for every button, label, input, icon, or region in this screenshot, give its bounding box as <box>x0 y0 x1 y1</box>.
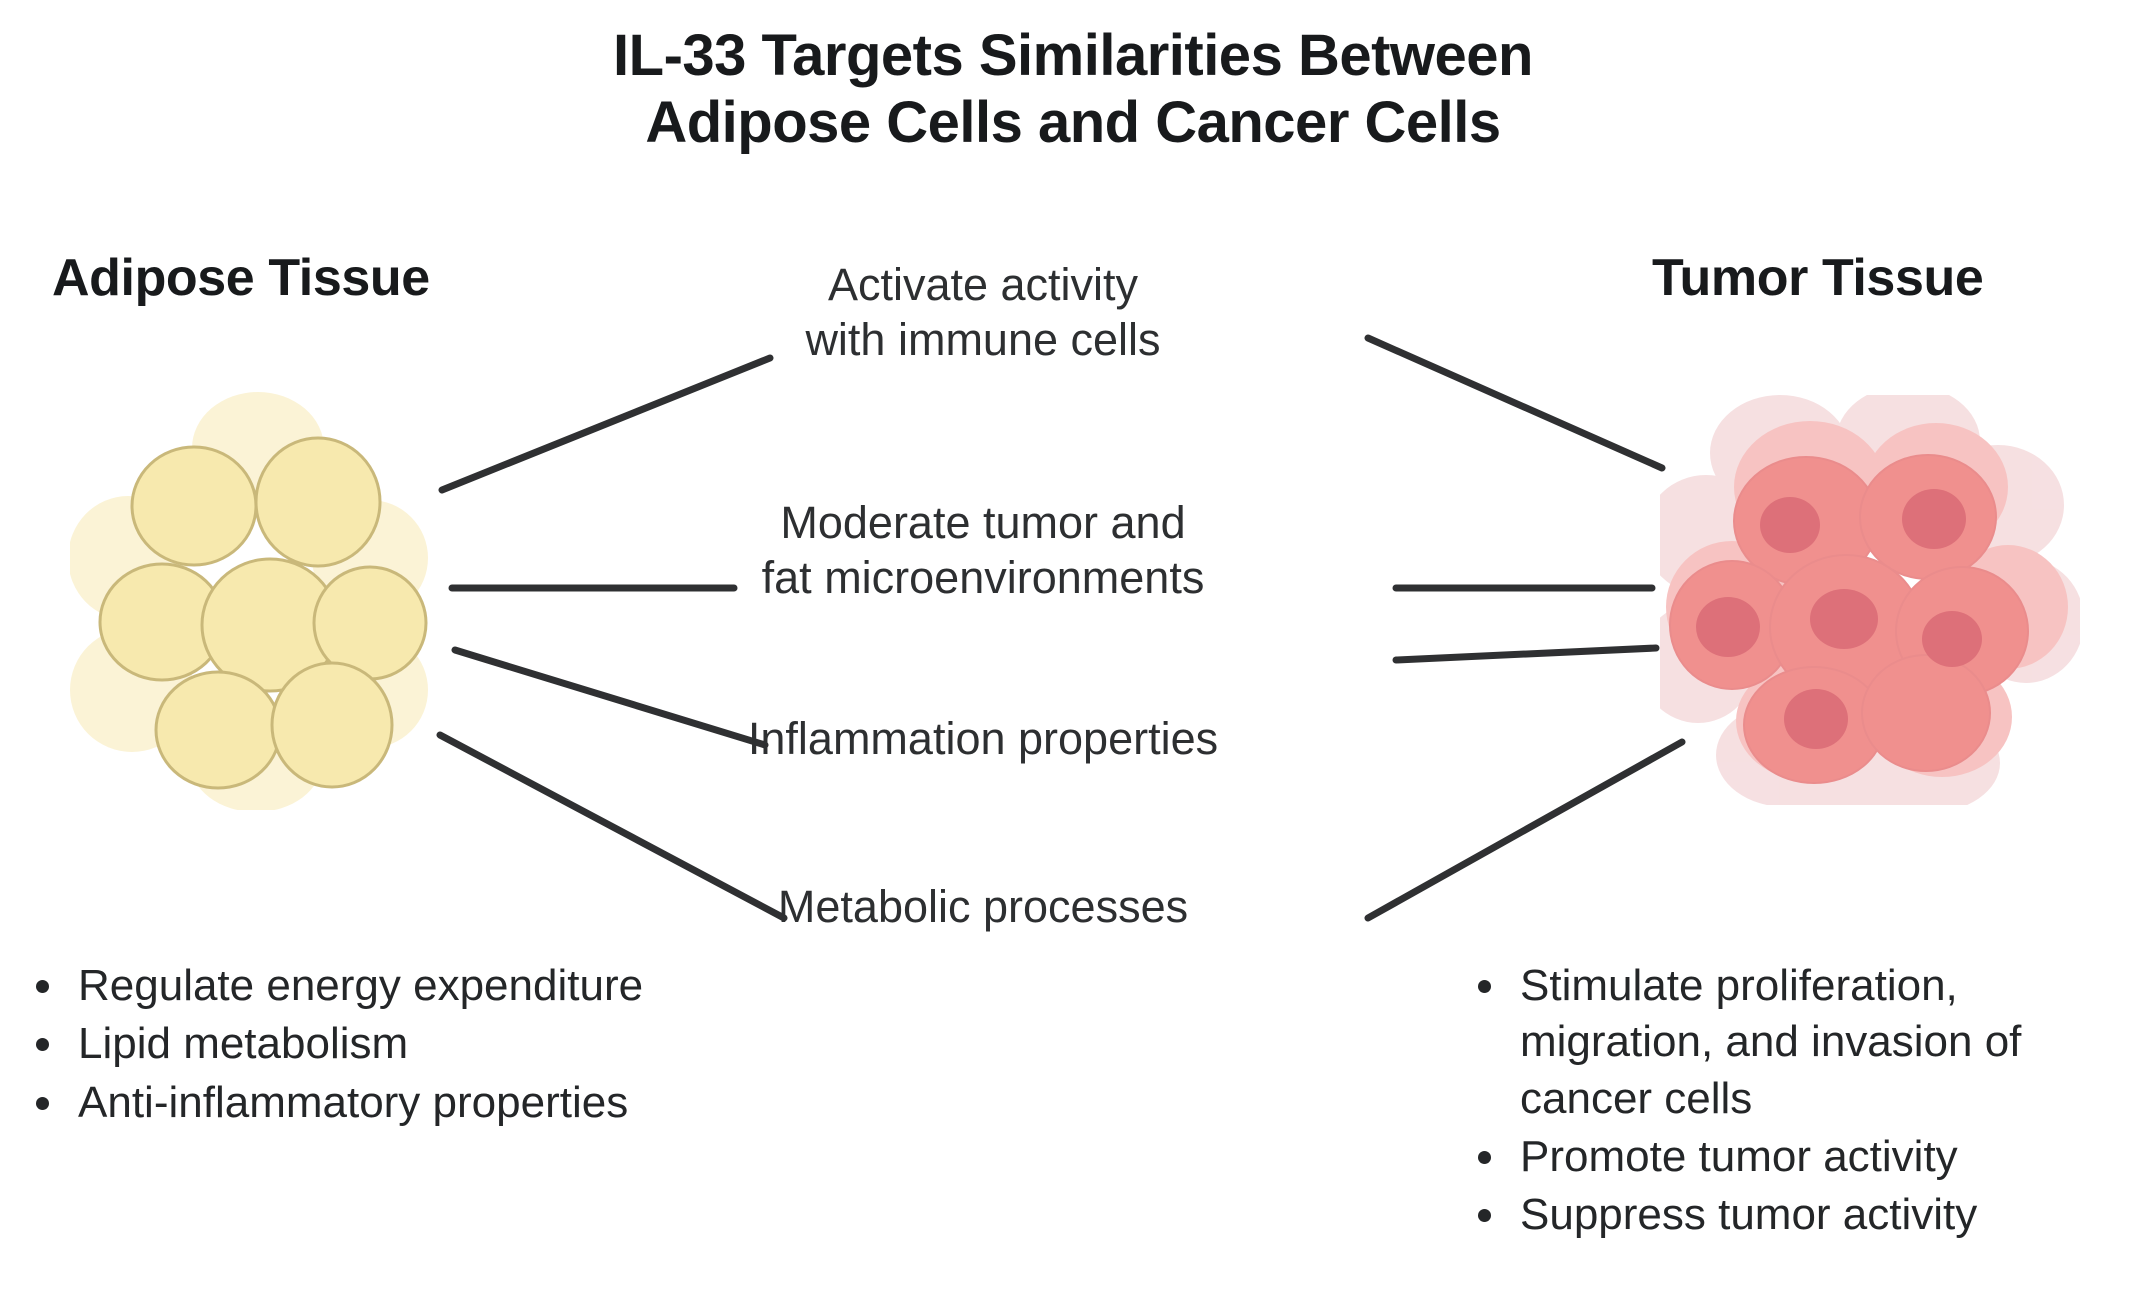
list-item: Regulate energy expenditure <box>20 958 660 1014</box>
connector-right-activate <box>1364 334 1666 472</box>
list-item-label: Regulate energy expenditure <box>78 961 644 1010</box>
center-label-line-1: Inflammation properties <box>747 713 1219 764</box>
list-item: Suppress tumor activity <box>1462 1187 2146 1243</box>
center-label-inflammation-properties: Inflammation properties <box>623 712 1343 767</box>
center-label-line-2: with immune cells <box>805 313 1161 365</box>
title-line-2: Adipose Cells and Cancer Cells <box>645 90 1501 156</box>
page-title: IL-33 Targets Similarities Between Adipo… <box>0 22 2146 157</box>
connector-left-activate <box>438 354 774 494</box>
heading-tumor-tissue: Tumor Tissue <box>1652 249 1984 307</box>
center-label-activate-immune: Activate activity with immune cells <box>623 258 1343 368</box>
tumor-cell-cluster-illustration <box>1660 395 2080 805</box>
center-label-line-1: Metabolic processes <box>777 881 1189 932</box>
list-item-label: Stimulate proliferation, migration, and … <box>1520 961 2022 1123</box>
center-label-line-1: Moderate tumor and <box>780 497 1186 548</box>
list-item: Promote tumor activity <box>1462 1129 2146 1185</box>
adipocyte-cluster-illustration <box>70 392 428 810</box>
list-item-label: Suppress tumor activity <box>1520 1190 1978 1240</box>
heading-adipose-tissue: Adipose Tissue <box>52 249 430 307</box>
bullet-dot-icon <box>36 980 49 993</box>
list-item: Lipid metabolism <box>20 1016 660 1072</box>
center-label-moderate-microenvironments: Moderate tumor and fat microenvironments <box>623 496 1343 606</box>
tumor-tissue-bullet-list: Stimulate proliferation, migration, and … <box>1462 958 2146 1246</box>
list-item: Anti-inflammatory properties <box>20 1075 660 1131</box>
list-item-label: Lipid metabolism <box>78 1019 409 1069</box>
bullet-dot-icon <box>1478 1209 1491 1223</box>
center-label-line-2: fat microenvironments <box>761 551 1205 603</box>
center-label-line-1: Activate activity <box>827 259 1139 310</box>
connector-right-metabolic <box>1364 738 1686 922</box>
title-line-1: IL-33 Targets Similarities Between <box>613 23 1533 88</box>
center-label-metabolic-processes: Metabolic processes <box>623 880 1343 935</box>
tumor-cell-nuclei <box>1696 489 1982 749</box>
adipose-tissue-bullet-list: Regulate energy expenditure Lipid metabo… <box>20 958 660 1133</box>
bullet-dot-icon <box>1478 980 1491 993</box>
bullet-dot-icon <box>36 1096 49 1110</box>
list-item: Stimulate proliferation, migration, and … <box>1462 958 2146 1127</box>
adipose-foreground-cells <box>98 436 428 790</box>
list-item-label: Promote tumor activity <box>1520 1131 1958 1181</box>
bullet-dot-icon <box>1478 1150 1491 1164</box>
connector-right-inflammation <box>1392 644 1660 664</box>
list-item-label: Anti-inflammatory properties <box>78 1077 629 1127</box>
bullet-dot-icon <box>36 1038 49 1052</box>
